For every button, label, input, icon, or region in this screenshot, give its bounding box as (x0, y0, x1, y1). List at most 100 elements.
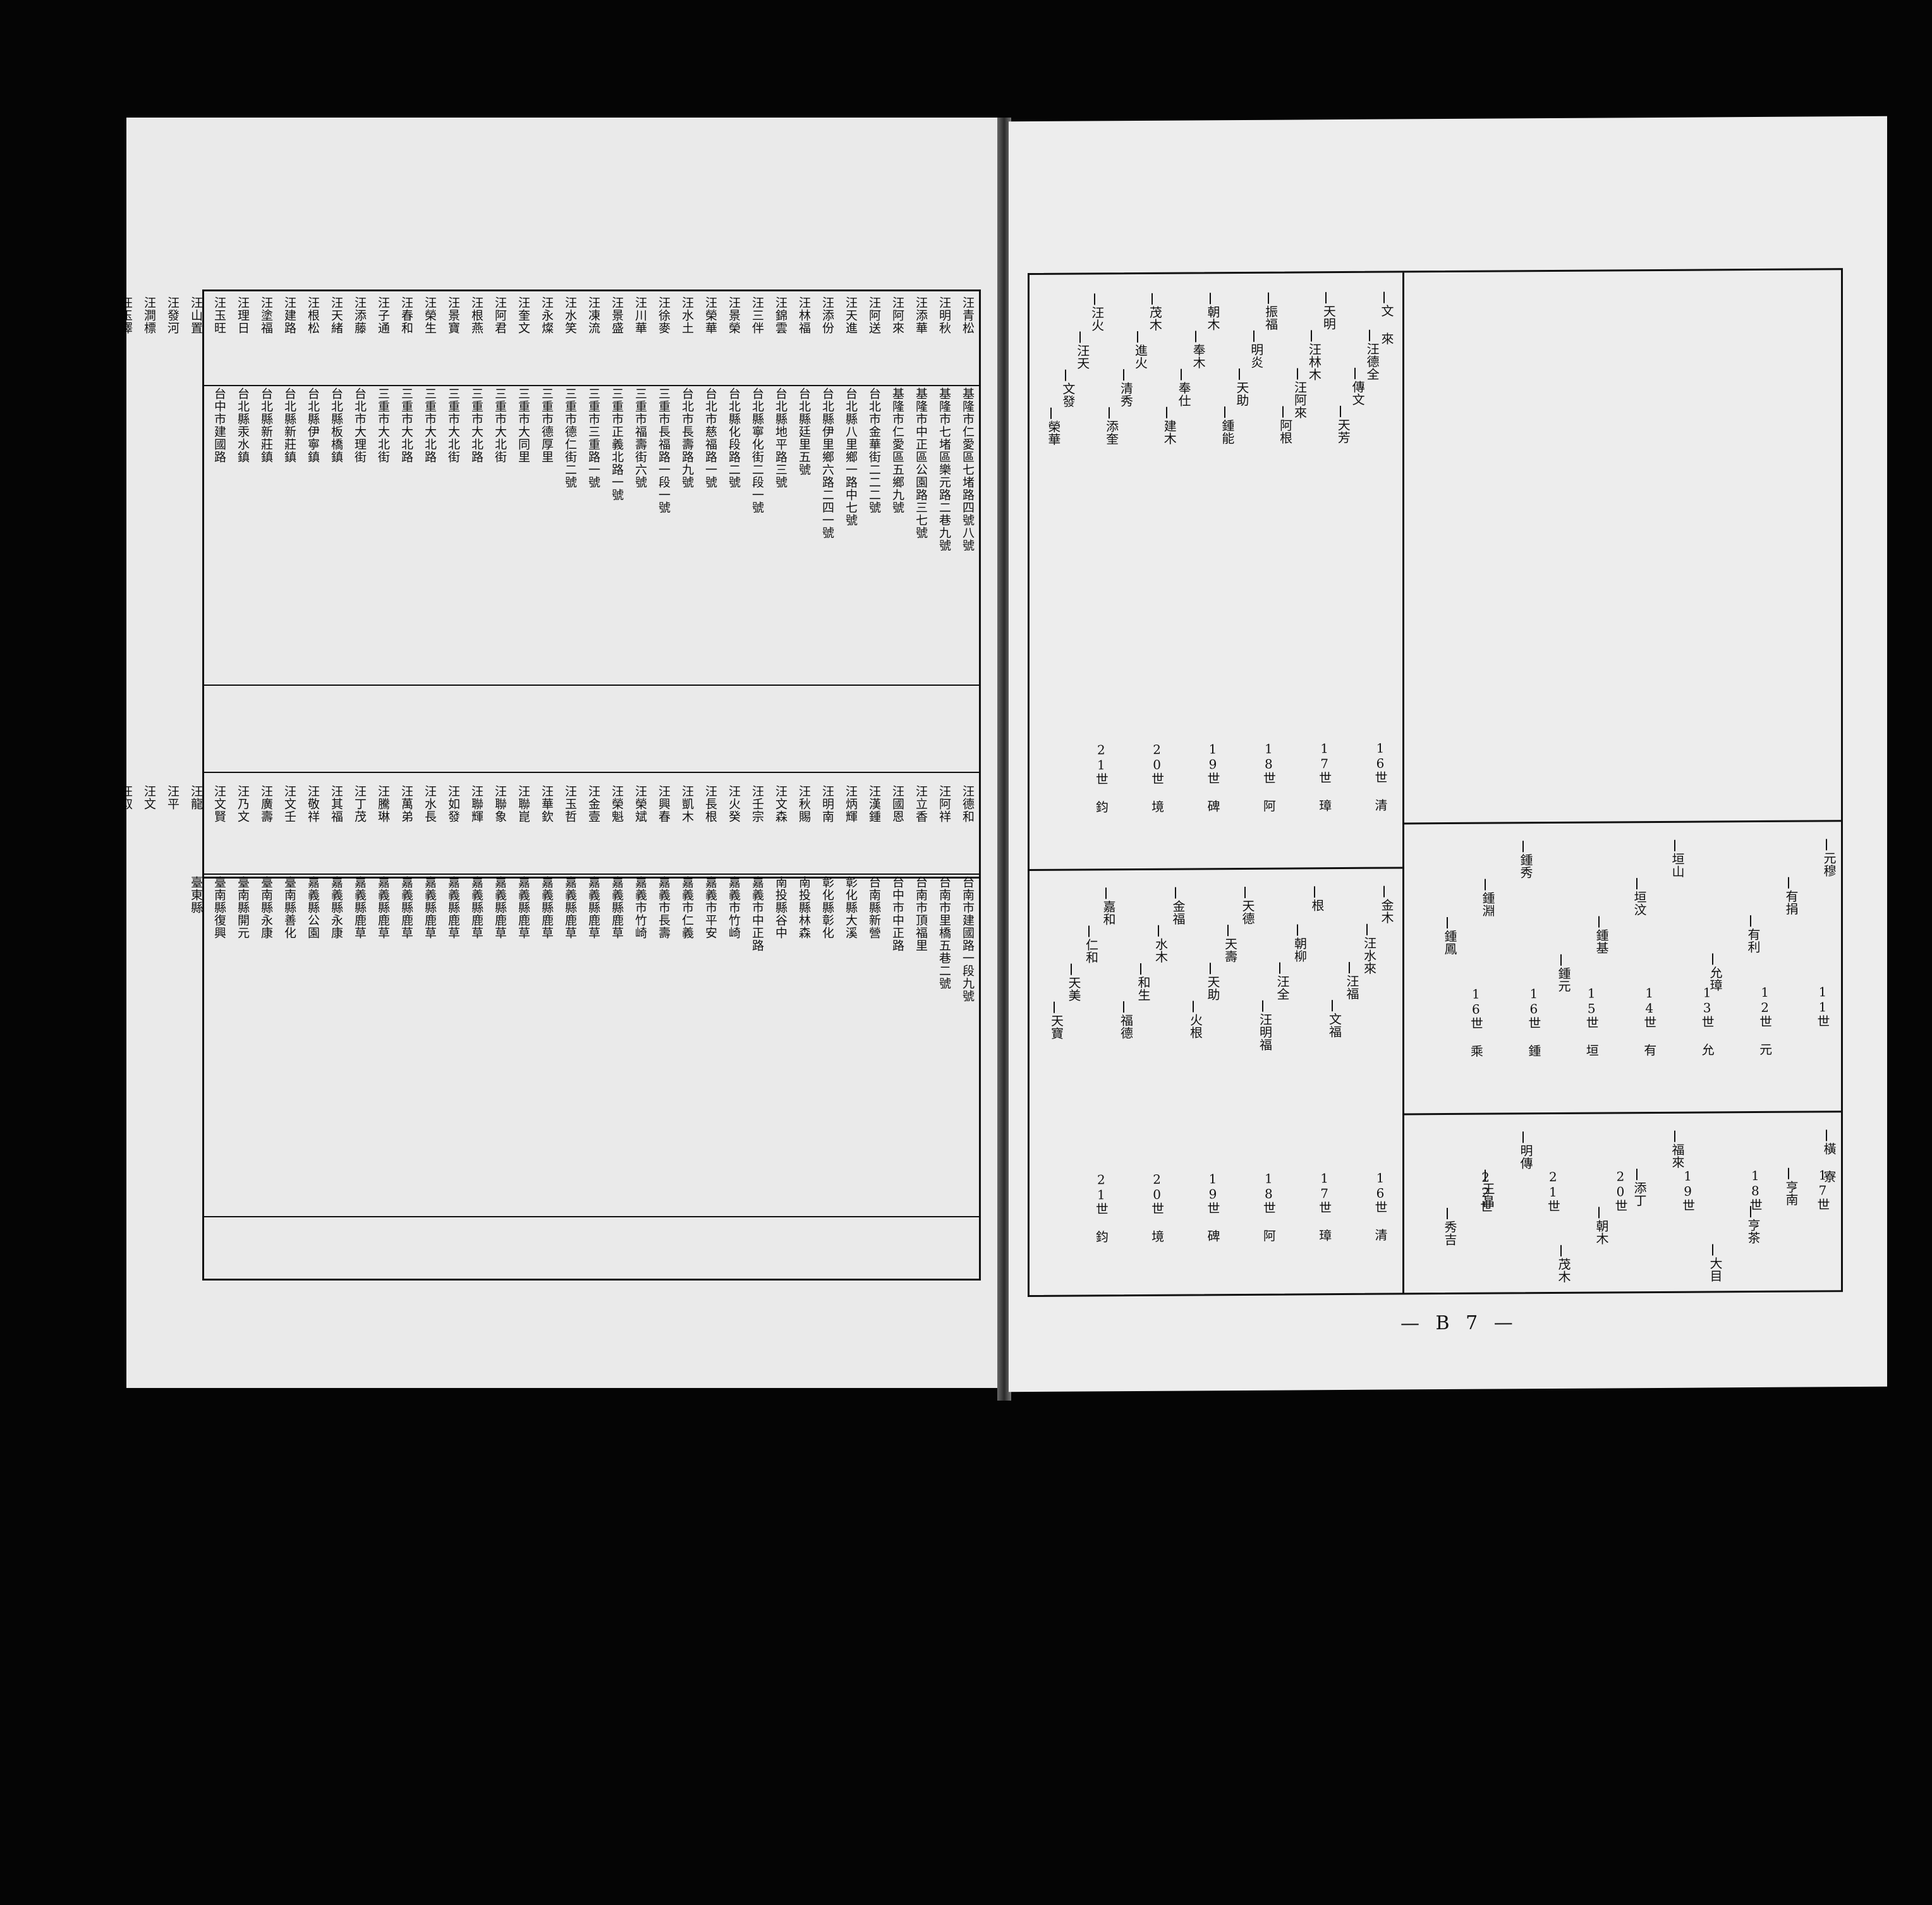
member-address: 台北縣寧化街二段一號 (750, 387, 764, 514)
tree-member: 明炎 (1248, 343, 1264, 368)
tree-member: 奉仕 (1176, 381, 1192, 407)
tree-member: 根 (1309, 899, 1325, 912)
tree-member: 鍾秀 (1518, 853, 1533, 879)
lineage-line (1227, 925, 1229, 937)
lineage-line (1210, 963, 1211, 975)
member-address: 台南市頂福里 (914, 876, 928, 952)
tree-member: 阿根 (1277, 418, 1293, 444)
tree-member: 火根 (1188, 1013, 1203, 1039)
tree-member: 金福 (1170, 899, 1186, 925)
tree-member: 仁和 (1083, 938, 1099, 964)
member-name: 汪文賢 (212, 785, 226, 823)
member-name: 汪敬祥 (306, 785, 320, 823)
tree-member: 進火 (1133, 343, 1148, 370)
member-address: 嘉義縣鹿草 (493, 876, 507, 939)
member-name: 汪根松 (306, 296, 320, 334)
member-name: 汪如發 (446, 785, 460, 823)
tree-member: 汪福 (1344, 974, 1359, 1001)
member-name: 汪廣壽 (259, 785, 273, 823)
lineage-line (1210, 293, 1211, 305)
lineage-line (1750, 915, 1751, 927)
tree-member: 福來 (1670, 1143, 1685, 1169)
tree-member: 明傳 (1518, 1144, 1533, 1170)
member-address: 台北縣伊里鄉六路二四一號 (820, 387, 834, 539)
address-row: 台南市建國路一段九號台南市里橋五巷二號台南市頂福里台中市中正路台南縣新營彰化縣大… (189, 876, 979, 1173)
lineage-line (1253, 330, 1255, 342)
member-name: 汪添華 (914, 296, 928, 334)
member-address: 台中市建國路 (212, 387, 226, 463)
lineage-line (1267, 292, 1269, 304)
generation-label: 18世 阿 (1261, 1171, 1277, 1242)
member-name: 汪榮斌 (633, 785, 647, 823)
lineage-line (1349, 961, 1350, 973)
member-address: 嘉義縣鹿草 (470, 876, 483, 939)
lineage-line (1447, 1208, 1448, 1220)
member-name: 汪景榮 (727, 296, 741, 334)
member-address: 台北市長壽路九號 (680, 387, 694, 489)
member-address: 台北縣新莊鎮 (283, 387, 296, 463)
member-name: 汪添份 (820, 296, 834, 334)
member-name: 汪永燦 (540, 296, 554, 334)
tree-member: 鍾元 (1556, 966, 1571, 992)
tree-member: 建木 (1162, 419, 1177, 445)
member-name: 汪取 (126, 785, 133, 810)
tree-member: 汪明福 (1257, 1013, 1273, 1051)
member-name: 汪子通 (376, 296, 390, 334)
generation-label: 17世 璋 (1316, 1171, 1332, 1242)
lineage-line (1105, 887, 1107, 899)
member-address: 嘉義市平安 (703, 876, 717, 939)
member-address: 嘉義縣鹿草 (423, 876, 437, 939)
member-address: 嘉義縣鹿草 (540, 876, 554, 939)
member-name: 汪凍流 (586, 296, 600, 334)
address-table-bottom: 汪德和汪阿祥汪立香汪國恩汪漢鍾汪炳輝汪明南汪秋賜汪文森汪壬宗汪火癸汪長根汪凱木汪… (126, 780, 981, 1281)
member-name: 汪天緒 (329, 296, 343, 334)
lineage-line (1093, 293, 1095, 305)
member-name: 汪興春 (657, 785, 671, 823)
member-address: 嘉義市仁義 (680, 876, 694, 939)
tree-member: 垣山 (1670, 852, 1685, 878)
member-name: 汪龍 (189, 785, 203, 810)
tree-right-lower: 橫 寮亨南亨茶大目福來添丁朝木茂木明傳王昌秀吉 (1030, 270, 1841, 1283)
generation-label: 18世 (1747, 1167, 1763, 1212)
member-address: 三重市大北路 (399, 387, 413, 463)
tree-member: 汪火 (1089, 306, 1105, 332)
member-address: 嘉義縣鹿草 (563, 876, 577, 939)
generation-label: 12世 元 (1757, 984, 1773, 1056)
page-number: — B 7 — (1400, 1312, 1518, 1335)
member-address: 嘉義縣公園 (306, 876, 320, 939)
member-address: 基隆市仁愛區五鄉九號 (890, 387, 904, 514)
member-name: 汪阿來 (890, 296, 904, 334)
row-divider (204, 772, 979, 773)
tree-member: 朝木 (1205, 305, 1220, 331)
generation-label: 22世 (1478, 1169, 1493, 1213)
tree-member: 汪德全 (1364, 342, 1380, 380)
lineage-line (1224, 406, 1225, 418)
section-divider (1030, 867, 1402, 872)
member-name: 汪玉旺 (212, 296, 226, 334)
tree-member: 亨南 (1783, 1180, 1799, 1206)
tree-member: 天德 (1240, 899, 1255, 925)
member-name: 汪立香 (914, 785, 928, 823)
lineage-line (1175, 887, 1176, 899)
member-name: 汪長根 (703, 785, 717, 823)
member-name: 汪炳輝 (844, 785, 858, 823)
member-address: 台南縣新營 (867, 876, 881, 939)
member-name: 汪丁茂 (353, 785, 367, 823)
tree-member: 水木 (1153, 937, 1169, 963)
lineage-line (1636, 878, 1637, 890)
lineage-line (1166, 406, 1168, 418)
member-address: 台北縣伊寧鎮 (306, 387, 320, 463)
row-divider (204, 1216, 979, 1217)
generation-label: 21世 (1545, 1169, 1561, 1213)
tree-member: 朝柳 (1292, 937, 1308, 963)
member-name: 汪榮生 (423, 296, 437, 334)
member-address: 臺南縣開元 (236, 876, 250, 939)
member-address: 三重市大北路 (470, 387, 483, 463)
member-address: 三重市正義北路一號 (610, 387, 624, 501)
lineage-line (1192, 1001, 1194, 1013)
tree-member: 大目 (1708, 1257, 1723, 1282)
member-address: 南投縣林森 (797, 876, 811, 939)
member-address: 嘉義市竹崎 (727, 876, 741, 939)
member-address: 台北縣新莊鎮 (259, 387, 273, 463)
